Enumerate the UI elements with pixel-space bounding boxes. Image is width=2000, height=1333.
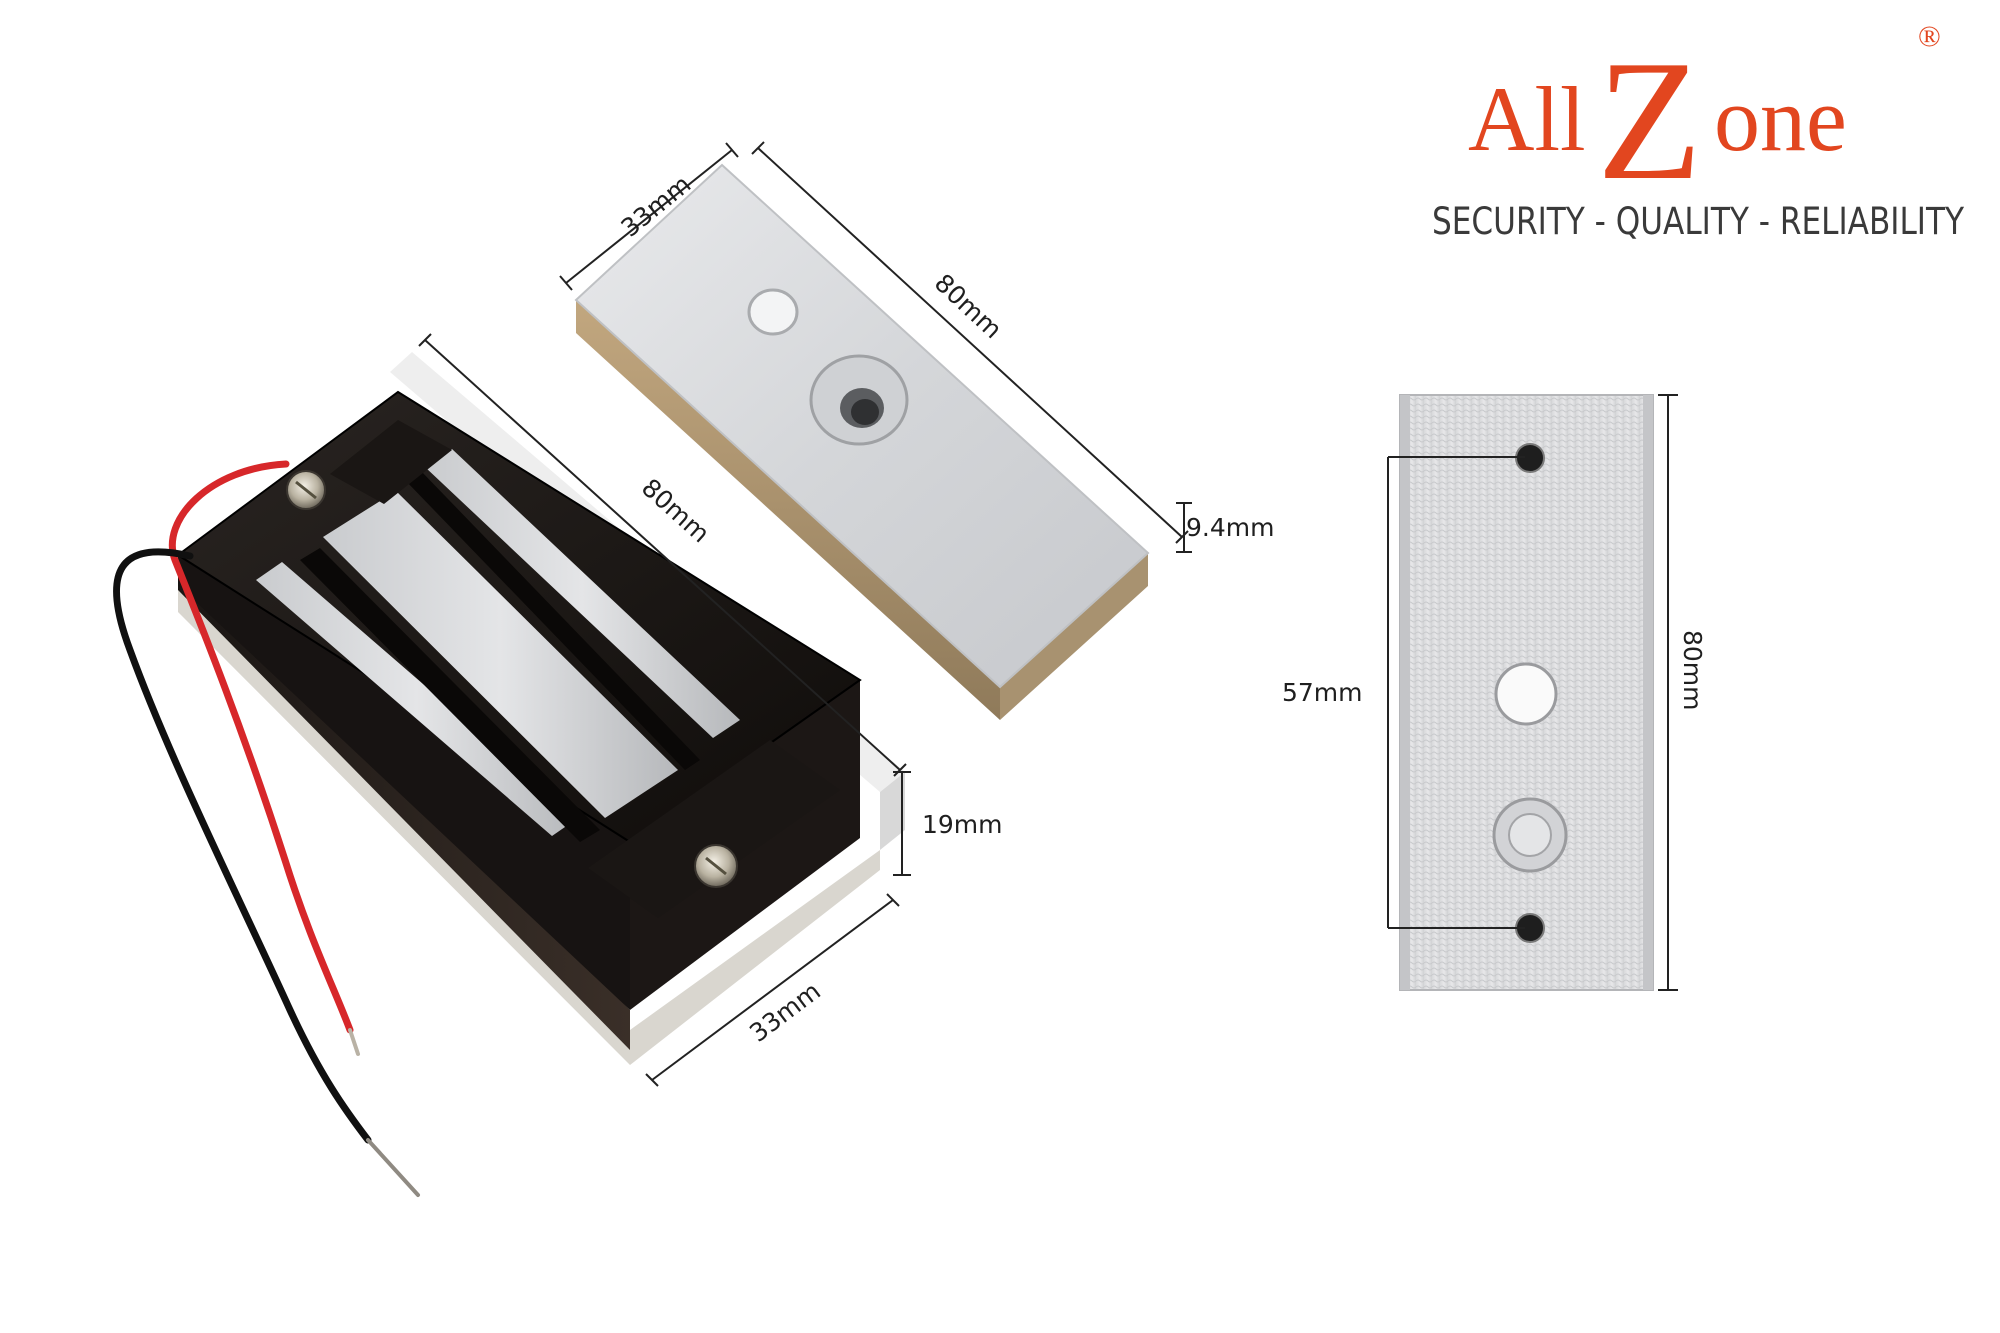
armature-thickness-dimension xyxy=(1176,502,1192,553)
lock-body-front xyxy=(178,555,630,1010)
front-plate-hole-spacing-dimension xyxy=(1387,456,1525,929)
lock-pole-strip-3 xyxy=(425,449,740,738)
armature-plate-right-edge xyxy=(1000,553,1148,720)
lock-power-wires xyxy=(113,460,420,1197)
lock-height-label: 19mm xyxy=(922,810,1003,839)
armature-plate-front-view xyxy=(1399,394,1654,991)
lock-end-block-top xyxy=(330,420,452,504)
lock-width-label: 33mm xyxy=(744,976,826,1048)
front-plate-length-dimension xyxy=(1658,394,1678,991)
brand-logo: All Z one ® xyxy=(1468,20,1941,216)
red-wire xyxy=(168,460,354,1034)
black-wire-tip xyxy=(366,1138,420,1197)
lock-length-dimension xyxy=(418,333,907,777)
front-plate-hole-spacing-label: 57mm xyxy=(1282,678,1363,707)
brand-name-all: All xyxy=(1468,68,1586,170)
lock-length-label: 80mm xyxy=(636,473,715,548)
red-wire-tip xyxy=(348,1028,360,1056)
lock-width-dimension xyxy=(645,893,900,1087)
armature-thickness-label: 9.4mm xyxy=(1186,513,1274,542)
front-plate-pin-hole xyxy=(1494,662,1558,726)
front-plate-length-label: 80mm xyxy=(1678,630,1707,711)
armature-width-dimension xyxy=(559,142,739,291)
lock-pole-strip-1 xyxy=(256,562,578,836)
armature-plate-3d xyxy=(574,163,1150,720)
magnetic-lock-body-3d xyxy=(176,352,905,1065)
armature-length-label: 80mm xyxy=(929,268,1008,344)
black-wire xyxy=(113,548,372,1144)
lock-base-plate-side xyxy=(880,772,905,850)
armature-plate-front-edge xyxy=(576,300,1000,720)
lock-end-block-bottom xyxy=(588,740,840,918)
armature-plate-pin-hole xyxy=(747,288,799,336)
brand-name-one: one xyxy=(1714,68,1847,170)
brand-tagline: SECURITY - QUALITY - RELIABILITY xyxy=(1432,200,1965,243)
lock-height-dimension xyxy=(893,771,911,876)
armature-length-dimension xyxy=(751,141,1189,544)
registered-mark: ® xyxy=(1918,20,1941,53)
brand-name-z: Z xyxy=(1597,26,1702,216)
lock-pole-strip-2 xyxy=(323,491,678,818)
